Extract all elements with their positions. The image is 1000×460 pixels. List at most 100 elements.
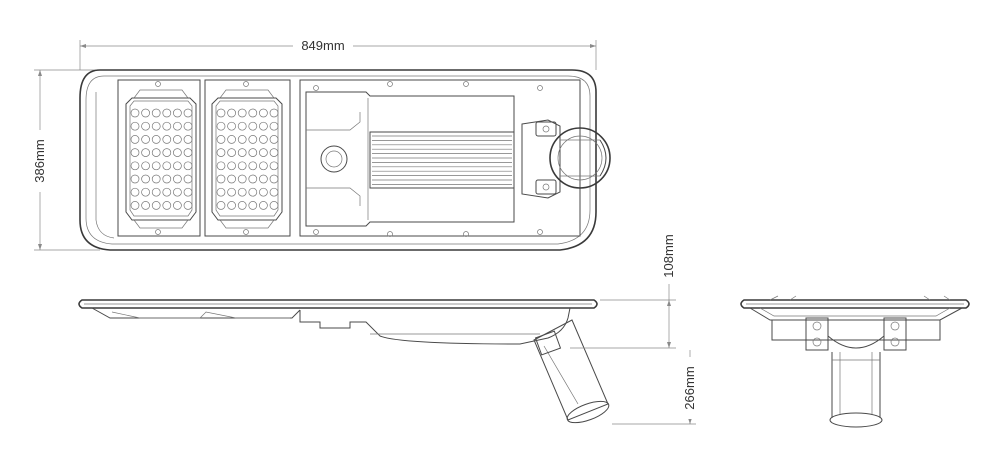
led-lens — [141, 174, 150, 184]
led-lens — [162, 174, 172, 184]
led-lens — [162, 161, 172, 171]
width-dimension: 849mm — [79, 37, 597, 70]
led-lens — [237, 135, 247, 144]
side-housing — [78, 299, 598, 309]
led-lens — [130, 161, 140, 171]
led-lens — [183, 187, 193, 197]
led-lens — [162, 121, 172, 131]
led-lens — [183, 135, 193, 144]
led-lens — [141, 161, 150, 171]
led-lens — [141, 201, 150, 210]
led-lens — [237, 161, 247, 171]
led-lens — [173, 187, 182, 197]
led-lens — [216, 108, 226, 118]
led-lens — [237, 148, 247, 157]
led-lens — [248, 121, 258, 131]
led-module-left — [125, 89, 197, 229]
depth-label: 108mm — [661, 234, 676, 277]
height-label: 386mm — [32, 139, 47, 182]
led-lens — [183, 201, 193, 210]
led-lens — [141, 135, 150, 144]
led-lens — [162, 187, 172, 197]
led-lens — [151, 121, 161, 131]
led-lens — [227, 187, 236, 197]
side-arm — [533, 319, 610, 424]
battery-compartment — [299, 79, 581, 237]
controller-housing — [305, 91, 515, 227]
led-lens — [237, 108, 247, 118]
led-lens — [151, 161, 161, 171]
led-lens — [269, 187, 279, 197]
led-lens — [151, 187, 161, 197]
led-lens — [216, 121, 226, 131]
led-lens — [248, 148, 258, 157]
front-pole — [829, 352, 883, 428]
pole-clamp-ring — [549, 127, 611, 189]
led-lens — [162, 135, 172, 144]
led-lens — [173, 174, 182, 184]
led-lens — [248, 187, 258, 197]
led-lens — [183, 174, 193, 184]
housing-outline — [79, 69, 597, 251]
led-lens — [227, 108, 236, 118]
led-lens — [130, 108, 140, 118]
led-lens — [173, 161, 182, 171]
led-lens — [259, 148, 268, 157]
side-view: 108mm 266mm — [78, 228, 699, 425]
led-lens — [173, 121, 182, 131]
led-lens — [227, 148, 236, 157]
led-lens — [151, 148, 161, 157]
led-lens — [237, 121, 247, 131]
heat-sink-fins — [372, 135, 512, 185]
led-lens — [216, 174, 226, 184]
led-lens — [173, 135, 182, 144]
led-lens — [227, 201, 236, 210]
sensor-circle — [320, 145, 348, 173]
led-lens — [130, 148, 140, 157]
screw-holes — [155, 81, 543, 237]
led-lens — [151, 135, 161, 144]
led-panel-frame-left — [117, 79, 201, 237]
front-view — [740, 295, 970, 428]
led-lens — [269, 121, 279, 131]
led-lens — [259, 161, 268, 171]
led-panel-frame-right — [204, 79, 291, 237]
top-view: 849mm 386mm — [31, 37, 611, 251]
led-lens — [237, 187, 247, 197]
led-lens — [162, 108, 172, 118]
led-lens — [141, 148, 150, 157]
led-lens — [259, 135, 268, 144]
led-lens — [173, 148, 182, 157]
led-lens — [248, 161, 258, 171]
led-lens — [269, 108, 279, 118]
led-lens — [269, 174, 279, 184]
led-lens — [130, 201, 140, 210]
led-lens — [248, 108, 258, 118]
led-lens — [227, 174, 236, 184]
led-lens — [216, 201, 226, 210]
led-lens — [259, 108, 268, 118]
arm-height-label: 266mm — [682, 366, 697, 409]
led-lens — [248, 135, 258, 144]
arm-height-dimension: 266mm — [612, 350, 699, 425]
led-lens — [237, 201, 247, 210]
led-lens — [173, 201, 182, 210]
led-lens — [183, 121, 193, 131]
led-lens — [130, 187, 140, 197]
led-lens — [259, 174, 268, 184]
height-dimension: 386mm — [31, 69, 100, 251]
led-lens — [259, 187, 268, 197]
width-label: 849mm — [301, 38, 344, 53]
led-lens — [183, 108, 193, 118]
led-lens — [259, 201, 268, 210]
led-lens — [151, 201, 161, 210]
led-lens — [216, 187, 226, 197]
led-array-left — [130, 108, 193, 210]
led-lens — [269, 201, 279, 210]
led-lens — [248, 174, 258, 184]
pole-bracket-top — [521, 119, 611, 199]
led-lens — [151, 108, 161, 118]
led-module-right — [211, 89, 283, 229]
led-lens — [216, 148, 226, 157]
